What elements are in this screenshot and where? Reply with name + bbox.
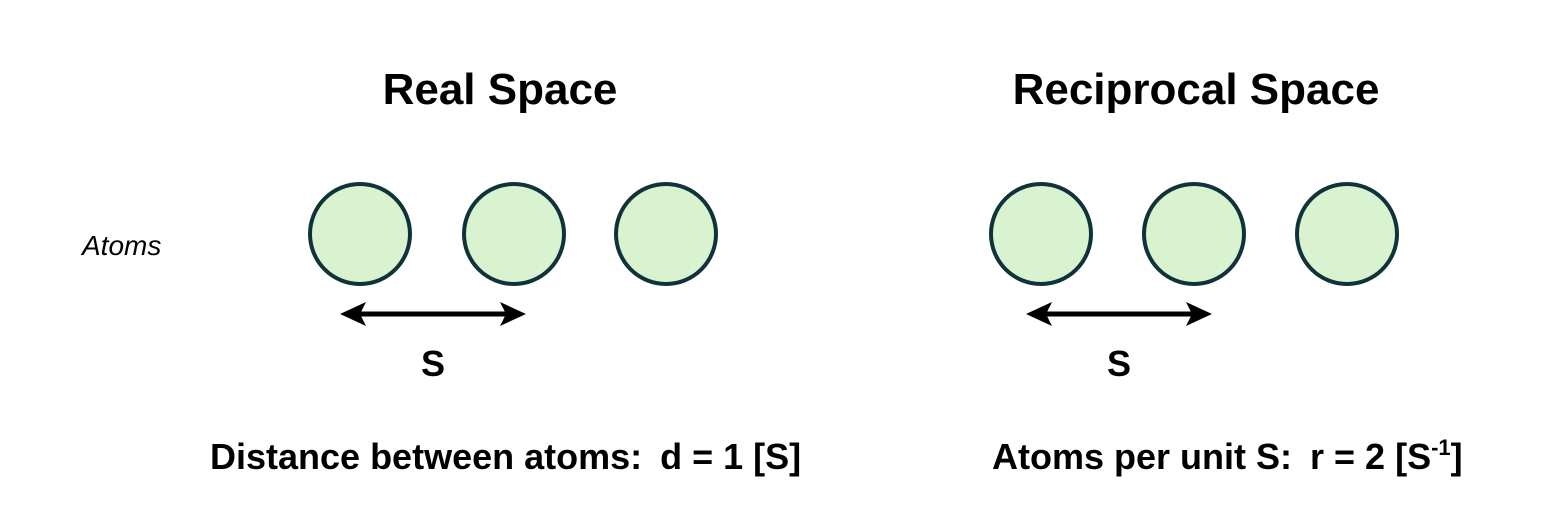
reciprocal-space-atom-1: [989, 182, 1093, 286]
real-space-caption-prefix: Distance between atoms:: [210, 436, 643, 477]
real-space-title: Real Space: [382, 65, 618, 114]
reciprocal-space-atom-2: [1142, 182, 1246, 286]
reciprocal-space-spacing-arrow: [1026, 300, 1212, 328]
real-space-spacing-arrow: [340, 300, 526, 328]
reciprocal-space-atom-3: [1295, 182, 1399, 286]
real-space-atom-1: [308, 182, 412, 286]
real-space-atom-2: [462, 182, 566, 286]
atoms-row-label: Atoms: [82, 230, 162, 261]
real-space-spacing-label: S: [420, 343, 446, 384]
reciprocal-space-caption: Atoms per unit S: r = 2 [S-1]: [992, 434, 1463, 480]
reciprocal-space-spacing-label: S: [1106, 343, 1132, 384]
reciprocal-space-caption-formula-start: r = 2 [S: [1310, 436, 1432, 477]
real-space-caption: Distance between atoms: d = 1 [S]: [210, 434, 801, 480]
reciprocal-space-caption-prefix: Atoms per unit S:: [992, 436, 1293, 477]
reciprocal-space-title: Reciprocal Space: [1012, 65, 1380, 114]
reciprocal-space-caption-formula-end: ]: [1450, 436, 1463, 477]
reciprocal-space-caption-exponent: -1: [1431, 435, 1451, 460]
real-space-atom-3: [614, 182, 718, 286]
real-space-caption-formula: d = 1 [S]: [660, 436, 802, 477]
